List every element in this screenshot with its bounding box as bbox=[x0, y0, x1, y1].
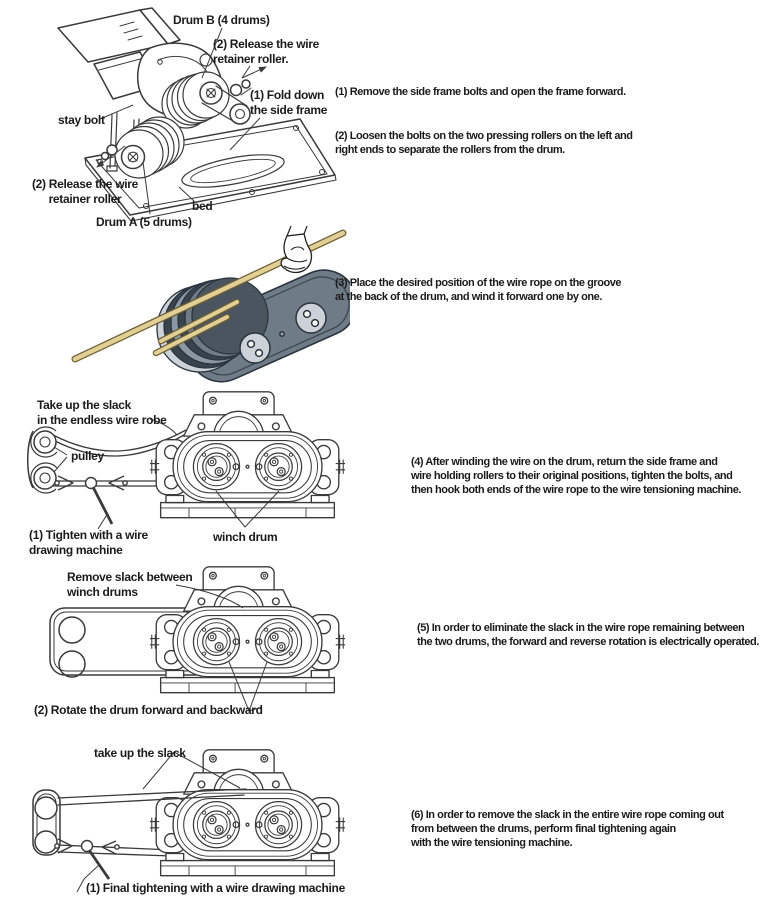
rope-winding-illustration bbox=[71, 226, 350, 383]
label-release-roller-bottom: (2) Release the wire retainer roller bbox=[31, 177, 139, 206]
step5-illustration bbox=[49, 566, 345, 713]
label-remove-slack: Remove slack between winch drums bbox=[67, 570, 193, 599]
label-take-up-slack: take up the slack bbox=[94, 746, 186, 760]
label-final-tightening: (1) Final tightening with a wire drawing… bbox=[86, 881, 345, 895]
label-bed: bed bbox=[192, 199, 213, 213]
step1-leader-lines bbox=[96, 27, 267, 215]
label-release-roller-top: (2) Release the wire retainer roller. bbox=[213, 37, 320, 66]
instruction-step-3: (3) Place the desired position of the wi… bbox=[335, 277, 622, 303]
step4-leader-lines bbox=[53, 418, 280, 530]
label-tighten-wire-drawing: (1) Tighten with a wire drawing machine bbox=[29, 528, 148, 557]
isometric-winch-illustration bbox=[57, 7, 337, 222]
label-drum-b: Drum B (4 drums) bbox=[173, 13, 270, 27]
hand-illustration bbox=[280, 226, 313, 274]
step4-pulleys bbox=[27, 426, 58, 494]
instruction-step-4: (4) After winding the wire on the drum, … bbox=[411, 456, 741, 496]
step6-leader-lines bbox=[76, 751, 241, 893]
instruction-step-1: (1) Remove the side frame bolts and open… bbox=[335, 86, 626, 98]
drum-end-caps bbox=[239, 302, 327, 364]
wire-drawing-machine bbox=[54, 475, 128, 525]
instruction-step-2: (2) Loosen the bolts on the two pressing… bbox=[335, 130, 633, 156]
step6-wires-top bbox=[57, 788, 247, 806]
instruction-step-5: (5) In order to eliminate the slack in t… bbox=[417, 622, 759, 648]
step6-illustration bbox=[32, 749, 345, 893]
step6-frame bbox=[32, 789, 61, 856]
step4-illustration bbox=[27, 391, 345, 530]
label-rotate-drum: (2) Rotate the drum forward and backward bbox=[34, 703, 263, 717]
label-stay-bolt: stay bolt bbox=[58, 113, 105, 127]
label-fold-down-side-frame: (1) Fold down the side frame bbox=[250, 88, 328, 117]
label-pulley: pulley bbox=[71, 449, 104, 463]
instruction-step-6: (6) In order to remove the slack in the … bbox=[411, 809, 724, 849]
isometric-winch-machine bbox=[57, 7, 337, 222]
label-drum-a: Drum A (5 drums) bbox=[96, 215, 192, 229]
label-winch-drum: winch drum bbox=[213, 530, 278, 544]
step5-leader-lines bbox=[175, 584, 268, 713]
rope-wrap bbox=[152, 298, 241, 357]
release-roller-arrow2-icon bbox=[96, 145, 126, 168]
label-take-up-slack-endless: Take up the slack in the endless wire ro… bbox=[37, 398, 167, 427]
release-roller-arrow-icon bbox=[241, 66, 267, 79]
